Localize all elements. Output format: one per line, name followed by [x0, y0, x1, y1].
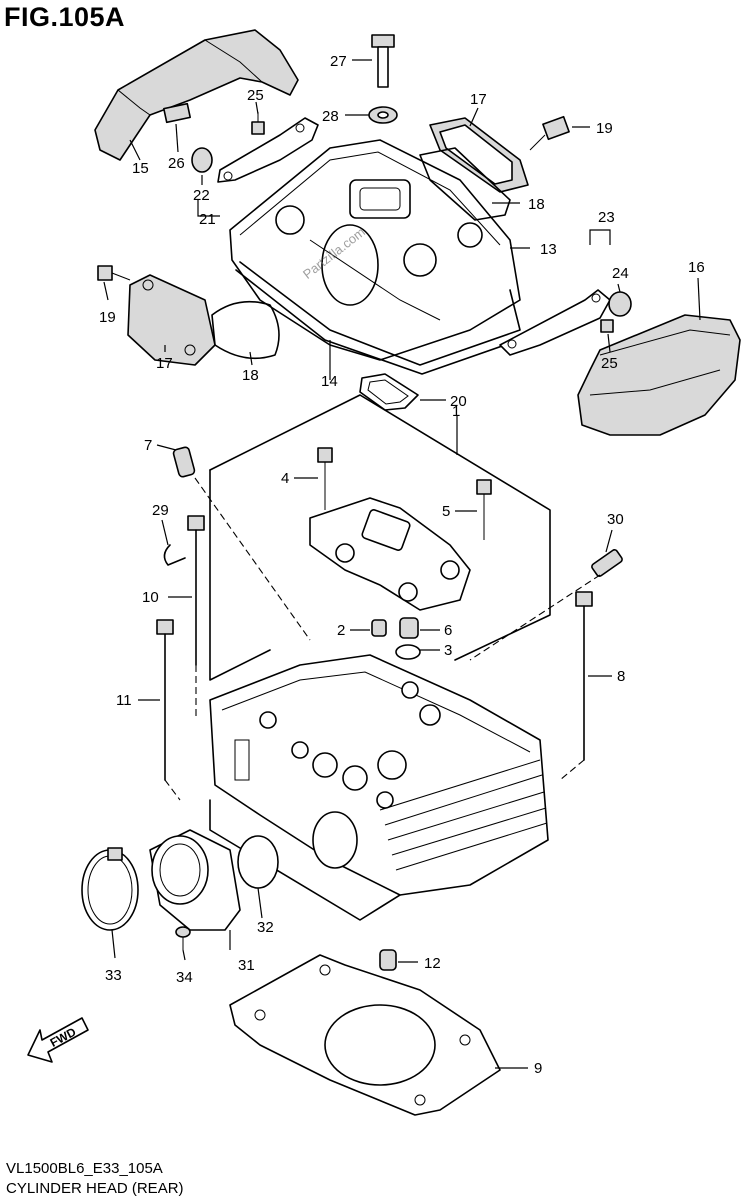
callout-2: 2 — [337, 622, 345, 639]
oil-pipe-6 — [399, 617, 419, 639]
callout-17-left: 17 — [156, 355, 173, 372]
figure-title: FIG.105A — [4, 2, 126, 32]
callout-22: 22 — [193, 187, 210, 204]
callout-labels: 27 25 28 17 19 15 26 22 18 21 23 13 24 1… — [99, 53, 705, 1077]
callout-9: 9 — [534, 1060, 542, 1077]
callout-23: 23 — [598, 209, 615, 226]
leader-lines — [103, 59, 701, 1069]
cap-17-left — [127, 274, 216, 366]
head-cover-16 — [577, 314, 741, 436]
dowel-2 — [371, 619, 387, 637]
o-ring-32 — [237, 835, 279, 889]
callout-15: 15 — [132, 160, 149, 177]
bolt-5 — [476, 479, 492, 540]
callout-19-right: 19 — [596, 120, 613, 137]
washer-24 — [608, 291, 632, 317]
cushion-26 — [163, 102, 191, 124]
callout-18-top: 18 — [528, 196, 545, 213]
callout-1: 1 — [452, 403, 460, 420]
cylinder-head-1 — [209, 654, 549, 896]
callout-6: 6 — [444, 622, 452, 639]
callout-25-right: 25 — [601, 355, 618, 372]
dowel-12 — [379, 949, 397, 971]
callout-14: 14 — [321, 373, 338, 390]
callout-26: 26 — [168, 155, 185, 172]
cap-17-top — [429, 117, 529, 193]
bracket-23 — [499, 289, 611, 356]
callout-28: 28 — [322, 108, 339, 125]
cylinder-head-gasket-9 — [229, 954, 501, 1116]
gasket-18-left — [211, 300, 280, 360]
bracket-21 — [217, 117, 319, 183]
bolt-11 — [156, 619, 181, 801]
bolt-10 — [187, 515, 205, 720]
bolt-19-left — [97, 265, 131, 281]
o-ring-3 — [395, 644, 421, 660]
spark-plug-30 — [469, 549, 623, 661]
head-cover-15 — [94, 29, 299, 161]
callout-5: 5 — [442, 503, 450, 520]
callout-21: 21 — [199, 211, 216, 228]
figure-caption: CYLINDER HEAD (REAR) — [6, 1180, 184, 1197]
forward-arrow-icon: FWD — [27, 1017, 89, 1063]
callout-32: 32 — [257, 919, 274, 936]
callout-24: 24 — [612, 265, 629, 282]
callout-30: 30 — [607, 511, 624, 528]
callout-19-left: 19 — [99, 309, 116, 326]
callout-11: 11 — [116, 692, 132, 709]
clip-29 — [163, 544, 186, 566]
washer-22 — [191, 147, 213, 173]
callout-7: 7 — [144, 437, 152, 454]
callout-29: 29 — [152, 502, 169, 519]
intake-pipe-31 — [149, 829, 241, 931]
bolt-27 — [371, 34, 395, 88]
callout-10: 10 — [142, 589, 159, 606]
plug-7 — [172, 446, 196, 478]
bolt-25-right — [600, 319, 614, 333]
bolt-8 — [559, 591, 593, 781]
callout-18-left: 18 — [242, 367, 259, 384]
bolt-4 — [317, 447, 333, 510]
bolt-25-left — [251, 112, 265, 135]
bolt-19-right — [529, 115, 570, 151]
screw-34 — [175, 926, 191, 950]
gasket-14 — [239, 261, 521, 366]
callout-34: 34 — [176, 969, 193, 986]
callout-31: 31 — [238, 957, 255, 974]
callout-17-top: 17 — [470, 91, 487, 108]
callout-27: 27 — [330, 53, 347, 70]
callout-12: 12 — [424, 955, 441, 972]
figure-code: VL1500BL6_E33_105A — [6, 1160, 163, 1177]
callout-33: 33 — [105, 967, 122, 984]
gasket-18-top — [419, 147, 511, 221]
callout-4: 4 — [281, 470, 289, 487]
camshaft-holder — [309, 497, 471, 611]
callout-25-left: 25 — [247, 87, 264, 104]
clamp-33 — [81, 847, 139, 931]
callout-13: 13 — [540, 241, 557, 258]
assembly-boundary — [209, 394, 551, 661]
gasket-20 — [359, 373, 419, 411]
callout-16: 16 — [688, 259, 705, 276]
callout-20: 20 — [450, 393, 467, 410]
callout-8: 8 — [617, 668, 625, 685]
callout-3: 3 — [444, 642, 452, 659]
